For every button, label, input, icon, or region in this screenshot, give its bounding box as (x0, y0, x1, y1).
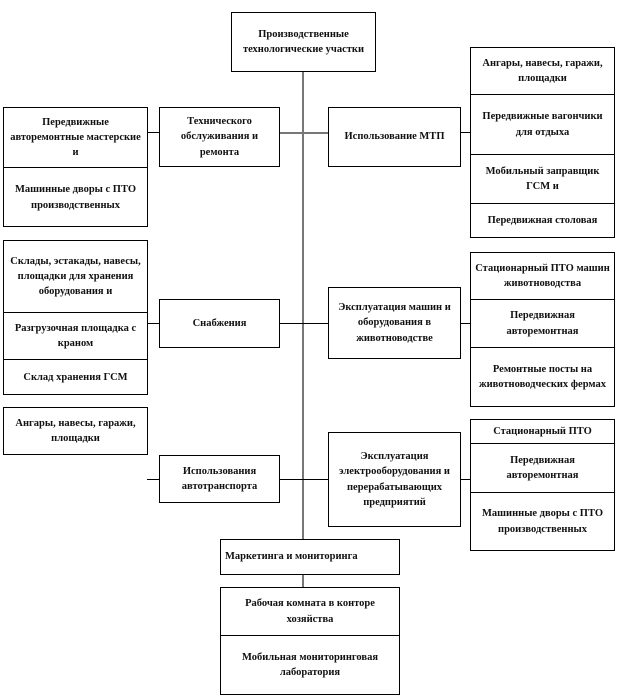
right-group-2: Стационарный ПТО машин животноводства Пе… (470, 252, 615, 407)
connector-line (461, 479, 473, 480)
maintenance-node: Технического обслуживания и ремонта (159, 107, 280, 167)
connector-line (147, 132, 159, 133)
left-group-2: Склады, эстакады, навесы, площадки для х… (3, 240, 148, 395)
connector-line (461, 323, 473, 324)
connector-line (147, 479, 159, 480)
node: Рабочая комната в конторе хозяйства (221, 588, 399, 636)
node: Ангары, навесы, гаражи, площадки (471, 48, 614, 95)
node: Машинные дворы с ПТО производственных (482, 508, 603, 535)
transport-node: Использования автотранспорта (159, 455, 280, 503)
node: Передвижные авторемонтные мастерские и (4, 108, 147, 168)
connector-line (461, 132, 473, 133)
supply-node: Снабжения (159, 299, 280, 348)
bottom-group: Рабочая комната в конторе хозяйства Моби… (220, 587, 400, 695)
marketing-node: Маркетинга и мониторинга (220, 539, 400, 575)
node: Мобильный заправщик ГСМ и (471, 155, 614, 204)
left-group-1: Передвижные авторемонтные мастерские и М… (3, 107, 148, 227)
connector-line (280, 479, 328, 480)
node: Передвижная авторемонтная (471, 444, 614, 493)
connector-line (280, 132, 328, 134)
node: Стационарный ПТО машин животноводства (471, 253, 614, 300)
node: Ангары, навесы, гаражи, площадки (15, 417, 136, 444)
node: Машинные дворы с ПТО производственных (15, 184, 136, 211)
trunk-line (302, 71, 304, 539)
node: Склад хранения ГСМ (23, 371, 128, 383)
connector-line (280, 323, 328, 324)
left-group-3: Ангары, навесы, гаражи, площадки (3, 407, 148, 455)
node: Передвижная авторемонтная (471, 300, 614, 348)
right-group-3: Стационарный ПТО Передвижная авторемонтн… (470, 419, 615, 551)
node: Передвижная столовая (487, 214, 598, 226)
node: Передвижные вагончики для отдыха (471, 95, 614, 155)
connector-line (147, 323, 159, 324)
node: Ремонтные посты на животноводческих ферм… (479, 363, 606, 390)
node: Склады, эстакады, навесы, площадки для х… (4, 241, 147, 313)
electro-node: Эксплуатация электрооборудования и перер… (328, 432, 461, 527)
node: Мобильная мониторинговая лаборатория (241, 651, 379, 678)
connector-line (302, 575, 304, 587)
right-group-1: Ангары, навесы, гаражи, площадки Передви… (470, 47, 615, 238)
node: Стационарный ПТО (471, 420, 614, 444)
mtp-node: Использование МТП (328, 107, 461, 167)
root-node: Производственные технологические участки (231, 12, 376, 72)
node: Разгрузочная площадка с краном (4, 313, 147, 360)
livestock-node: Эксплуатация машин и оборудования в живо… (328, 287, 461, 359)
